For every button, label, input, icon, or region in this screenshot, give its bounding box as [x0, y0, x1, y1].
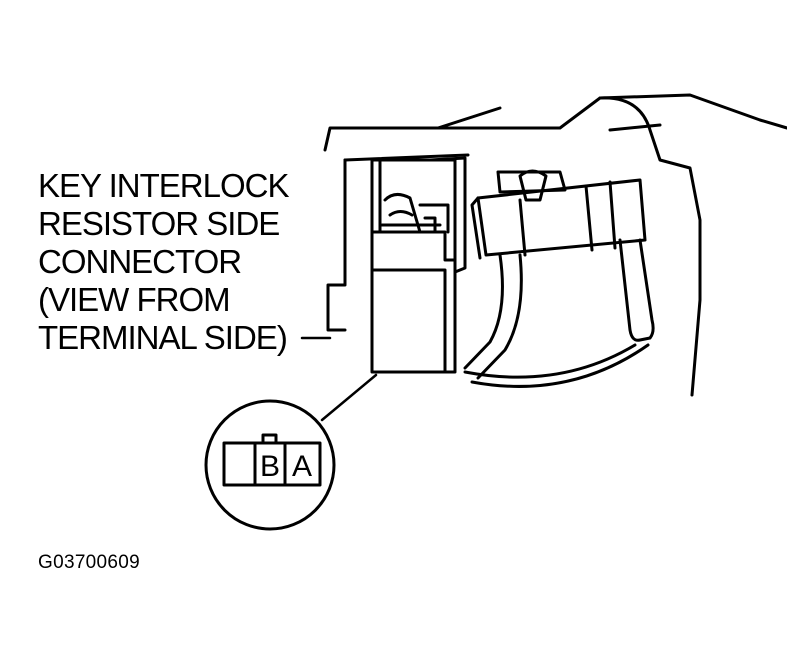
callout-line-3: CONNECTOR: [38, 243, 242, 280]
resistor-side-connector: [370, 156, 467, 374]
wire-harness: [463, 238, 655, 388]
callout-line-1: KEY INTERLOCK: [38, 167, 289, 204]
harness-connector: [470, 169, 647, 260]
dashboard-housing: [323, 93, 787, 397]
terminal-face-callout: [204, 399, 336, 531]
callout-line-5: TERMINAL SIDE): [38, 319, 288, 356]
callout-line-2: RESISTOR SIDE: [38, 205, 280, 242]
callout-line-4: (VIEW FROM: [38, 281, 231, 318]
figure-id: G03700609: [38, 552, 141, 573]
callout-leaders: [300, 336, 378, 422]
